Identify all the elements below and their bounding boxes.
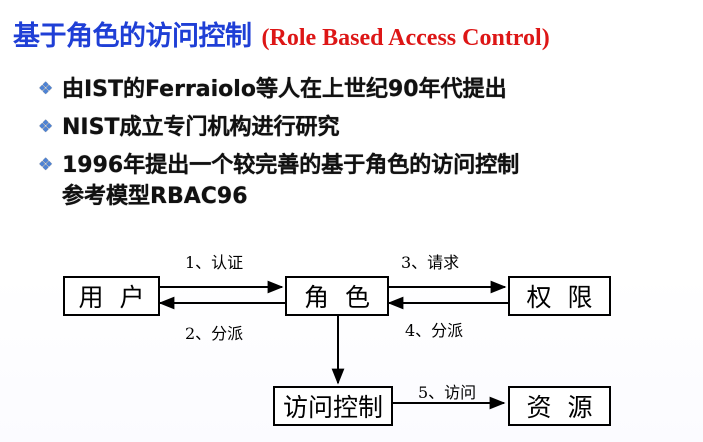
rbac-diagram: 用 户 角 色 权 限 访问控制 资 源 1、认证 2、分派 3、请求 4、分派… (0, 240, 703, 442)
diamond-bullet-icon: ❖ (38, 155, 54, 175)
node-permission: 权 限 (508, 276, 611, 316)
node-role: 角 色 (285, 276, 389, 316)
edge-label-authenticate: 1、认证 (185, 253, 244, 272)
edge-label-assign-permission: 4、分派 (405, 321, 464, 340)
bullet-list: ❖ 由IST的Ferraiolo等人在上世纪90年代提出 ❖ NIST成立专门机… (38, 74, 698, 219)
edge-label-access: 5、访问 (418, 383, 477, 402)
bullet-item: ❖ NIST成立专门机构进行研究 (38, 112, 698, 143)
title-english: (Role Based Access Control) (261, 25, 550, 51)
bullet-item: ❖ 由IST的Ferraiolo等人在上世纪90年代提出 (38, 74, 698, 105)
diamond-bullet-icon: ❖ (38, 117, 54, 137)
node-user: 用 户 (63, 276, 160, 316)
bullet-item: ❖ 1996年提出一个较完善的基于角色的访问控制 参考模型RBAC96 (38, 150, 698, 212)
slide-title: 基于角色的访问控制 (Role Based Access Control) (13, 14, 550, 54)
title-chinese: 基于角色的访问控制 (13, 21, 252, 52)
diamond-bullet-icon: ❖ (38, 79, 54, 99)
edge-label-assign-user: 2、分派 (185, 324, 244, 343)
node-access-control: 访问控制 (273, 386, 393, 426)
diagram-arrows (157, 280, 508, 410)
bullet-text: 1996年提出一个较完善的基于角色的访问控制 参考模型RBAC96 (62, 153, 520, 209)
edge-label-request: 3、请求 (401, 253, 460, 272)
node-resource: 资 源 (508, 386, 611, 426)
bullet-text: 由IST的Ferraiolo等人在上世纪90年代提出 (62, 77, 507, 102)
bullet-text: NIST成立专门机构进行研究 (62, 115, 340, 140)
